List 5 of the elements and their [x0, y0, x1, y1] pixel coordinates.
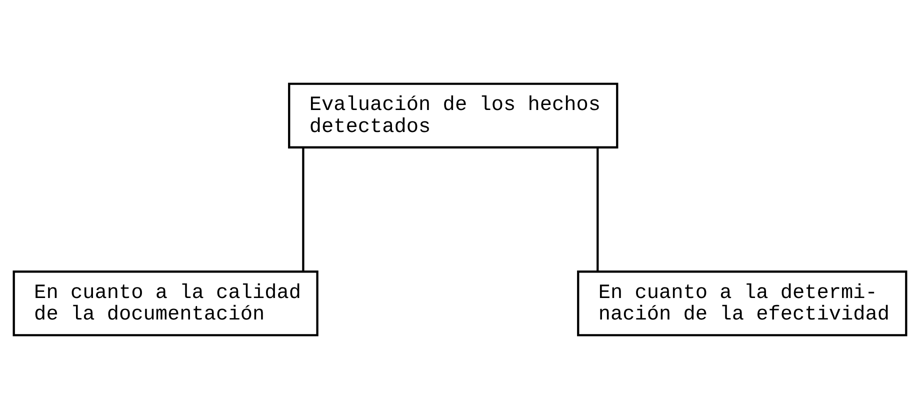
connector [596, 147, 599, 272]
node-box: En cuanto a la determi- nación de la efectividad [577, 270, 908, 336]
node-box: En cuanto a la calidad de la documentación [12, 270, 318, 336]
connector [302, 147, 304, 272]
node-box: Evaluación de los hechos detectados [288, 82, 618, 148]
